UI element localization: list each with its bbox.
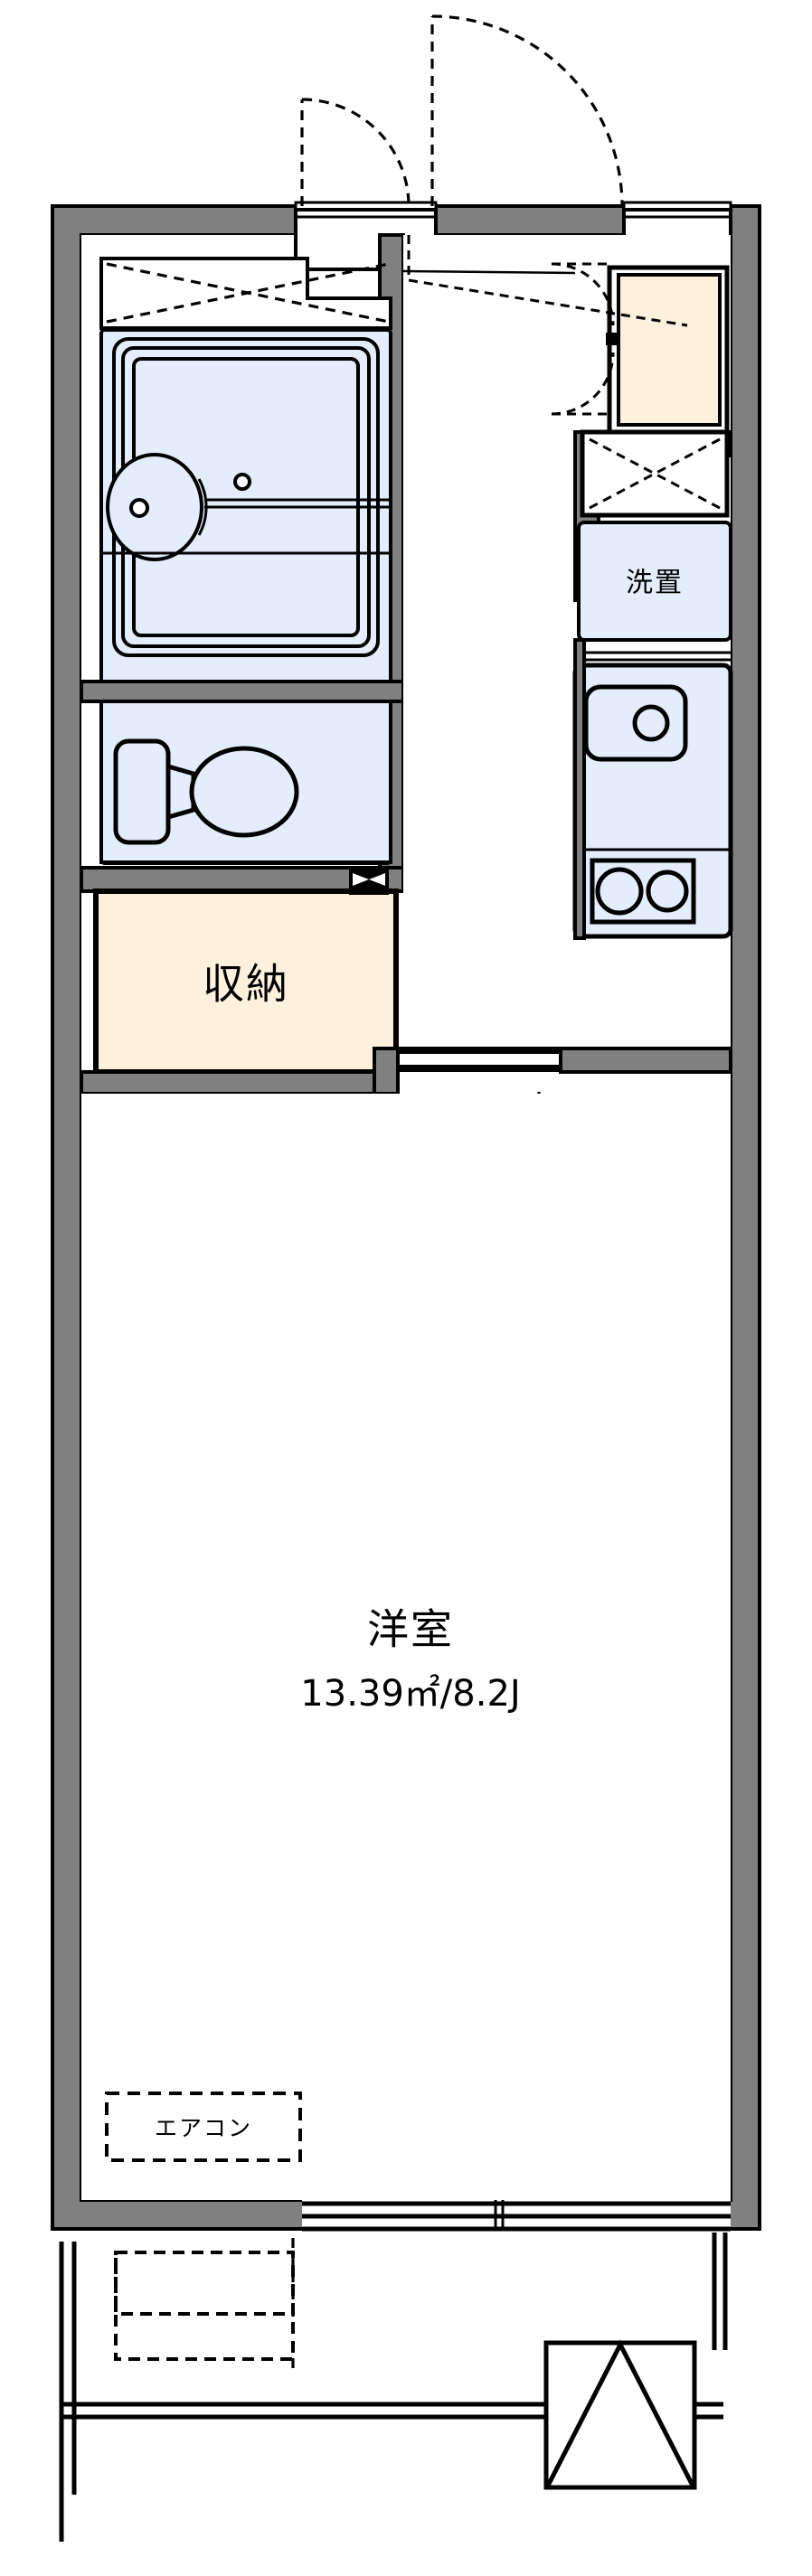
bathtub-drain xyxy=(233,473,251,491)
balcony xyxy=(59,2233,728,2542)
stove-burner-left xyxy=(595,867,644,916)
main-room-name: 洋室 xyxy=(367,1605,454,1654)
entrance-door-swing-right xyxy=(430,14,624,207)
hall-room-wall-right xyxy=(559,1047,732,1074)
main-room: 洋室 13.39㎡/8.2J xyxy=(81,1094,731,2200)
closet-right-stub xyxy=(373,1047,400,1095)
utility-window-frame xyxy=(580,429,730,518)
main-room-area: 13.39㎡/8.2J xyxy=(300,1673,520,1715)
mid-partition xyxy=(80,1047,732,1095)
closet-body xyxy=(93,888,399,1075)
washer-space: 洗置 xyxy=(577,521,732,642)
kitchen-left-edge xyxy=(573,638,586,940)
balcony-window[interactable] xyxy=(302,2200,731,2232)
aircon-label: エアコン xyxy=(155,2115,252,2141)
washer-pan xyxy=(577,521,732,642)
hall-trim-line xyxy=(402,269,576,275)
shoe-cabinet xyxy=(607,265,730,435)
aircon-box xyxy=(105,2092,302,2162)
balcony-partition-triangle xyxy=(545,2339,695,2487)
stove-burner-right xyxy=(646,870,689,913)
washbasin-drain xyxy=(129,498,149,518)
kitchen-sink-drain xyxy=(632,704,670,742)
balcony-partition-box xyxy=(543,2340,697,2490)
toilet-top-wall xyxy=(80,680,405,703)
utility-window[interactable] xyxy=(580,429,730,518)
closet: 収納 xyxy=(93,888,399,1075)
entrance-door-swing-left xyxy=(300,98,411,207)
threshold-strip xyxy=(396,1050,562,1068)
cabinet-handle xyxy=(606,333,620,345)
hall-door-upper[interactable] xyxy=(407,235,688,327)
toilet-area xyxy=(99,700,392,864)
kitchen xyxy=(572,651,733,939)
bath-mirror-dashed xyxy=(99,257,392,330)
toilet-bowl xyxy=(189,746,299,838)
toilet-cistern xyxy=(113,738,171,845)
washbasin-bowl xyxy=(106,453,203,561)
closet-bottom-wall xyxy=(80,1070,398,1095)
vent-symbol xyxy=(349,870,389,895)
closet-label: 収納 xyxy=(203,960,289,1009)
toilet-neck xyxy=(165,763,196,821)
main-room-fill xyxy=(81,1094,731,2200)
balcony-dashed-box-b xyxy=(114,2251,295,2361)
aircon-annotation: エアコン xyxy=(105,2092,302,2162)
bath-toilet-divider xyxy=(80,680,405,703)
washer-label: 洗置 xyxy=(626,568,684,599)
shoe-cabinet-body xyxy=(617,273,722,427)
